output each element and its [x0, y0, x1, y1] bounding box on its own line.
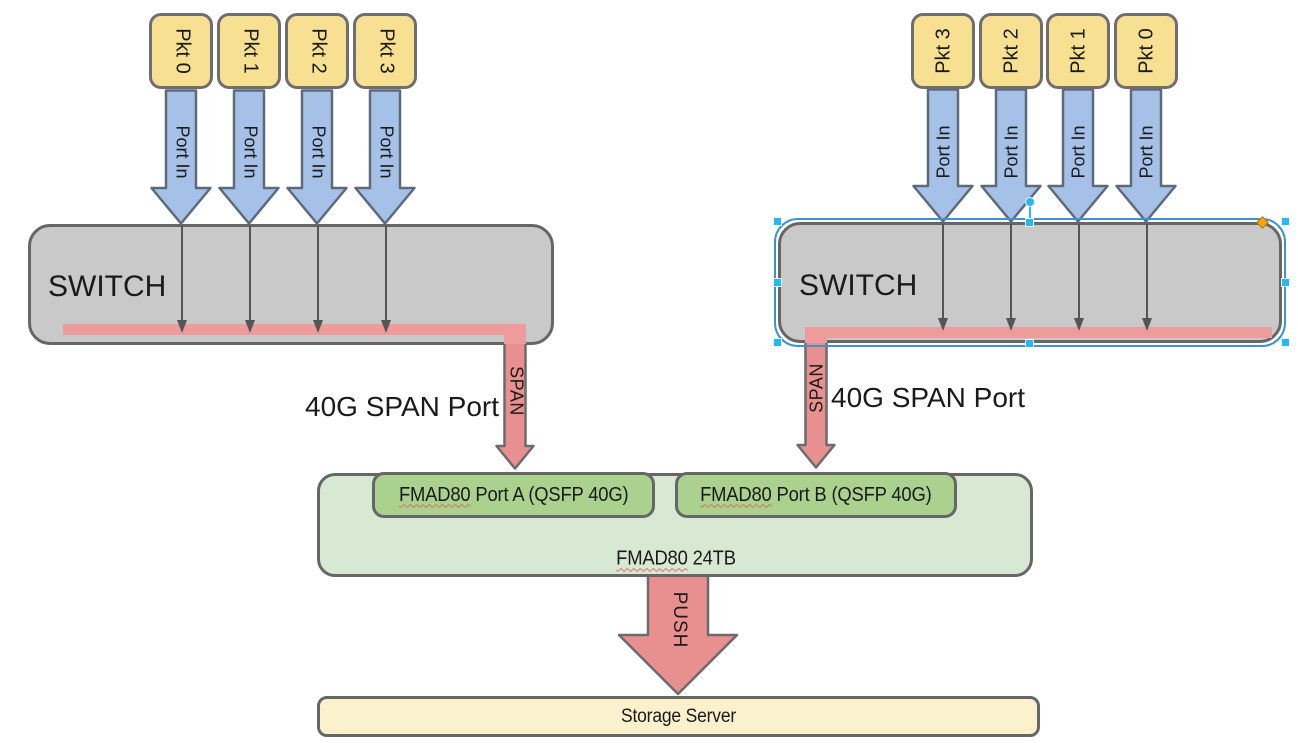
- packet-label: Pkt 3: [932, 28, 955, 74]
- selection-handle-nw[interactable]: [773, 217, 782, 226]
- packet-box-left-2[interactable]: [285, 13, 349, 89]
- push-arrow-label: PUSH: [669, 591, 690, 649]
- storage-server-label: Storage Server: [621, 705, 736, 727]
- port-in-label: Port In: [933, 125, 954, 179]
- packet-label: Pkt 0: [1135, 28, 1158, 74]
- port-in-label: Port In: [308, 125, 329, 179]
- port-in-arrow[interactable]: [286, 89, 348, 225]
- packet-label: Pkt 2: [307, 28, 330, 74]
- aggregation-arrow: [1006, 224, 1016, 331]
- port-in-arrow[interactable]: [218, 89, 280, 225]
- packet-box-left-0[interactable]: [149, 13, 213, 89]
- port-in-arrow[interactable]: [912, 88, 974, 223]
- port-in-arrow[interactable]: [1115, 88, 1177, 223]
- span-arrow[interactable]: [796, 343, 836, 469]
- port-in-label: Port In: [1136, 125, 1157, 179]
- packet-box-right-2[interactable]: [1046, 13, 1110, 89]
- switch-label: SWITCH: [48, 270, 167, 303]
- selection-handle-s[interactable]: [1025, 339, 1034, 348]
- span-port-label: 40G SPAN Port: [304, 391, 500, 422]
- aggregation-arrow: [245, 226, 255, 333]
- aggregation-arrow: [177, 226, 187, 333]
- span-arrow-label: SPAN: [806, 363, 827, 413]
- packet-box-right-3[interactable]: [1114, 13, 1178, 89]
- port-in-arrow[interactable]: [354, 89, 416, 225]
- port-in-label: Port In: [1001, 125, 1022, 179]
- push-arrow[interactable]: [617, 577, 739, 696]
- span-bar[interactable]: [805, 327, 1272, 338]
- port-b-label-rest: Port B (QSFP 40G): [771, 483, 932, 506]
- capture-port-b[interactable]: FMAD80 Port B (QSFP 40G): [675, 472, 957, 518]
- selection-handle-sw[interactable]: [773, 338, 782, 347]
- aggregation-arrow: [1142, 224, 1152, 331]
- span-bar-turn: [504, 324, 526, 346]
- rotation-handle[interactable]: [1025, 197, 1035, 207]
- port-in-label: Port In: [240, 125, 261, 179]
- aggregation-arrow: [381, 226, 391, 333]
- port-a-label-rest: Port A (QSFP 40G): [470, 483, 629, 506]
- packet-box-right-0[interactable]: [911, 13, 975, 89]
- port-in-arrow[interactable]: [150, 89, 212, 225]
- selection-handle-e[interactable]: [1281, 278, 1290, 287]
- rotation-handle-stem: [1029, 207, 1031, 218]
- span-port-label: 40G SPAN Port: [830, 382, 1026, 413]
- selection-handle-se[interactable]: [1281, 338, 1290, 347]
- port-a-label-word: FMAD80: [398, 483, 471, 506]
- capture-port-a[interactable]: FMAD80 Port A (QSFP 40G): [372, 472, 655, 518]
- selection-handle-w[interactable]: [773, 278, 782, 287]
- packet-box-left-3[interactable]: [353, 13, 417, 89]
- aggregation-arrow: [313, 226, 323, 333]
- packet-label: Pkt 2: [1000, 28, 1023, 74]
- selection-handle-n[interactable]: [1025, 218, 1034, 227]
- packet-label: Pkt 1: [1067, 28, 1090, 74]
- port-in-arrow[interactable]: [1047, 88, 1109, 223]
- capture-device-label: FMAD80 24TB: [616, 547, 736, 570]
- port-in-label: Port In: [172, 125, 193, 179]
- span-bar-turn: [805, 327, 827, 345]
- aggregation-arrow: [938, 224, 948, 331]
- port-in-label: Port In: [1068, 125, 1089, 179]
- aggregation-arrow: [1074, 224, 1084, 331]
- port-b-label-word: FMAD80: [700, 483, 772, 506]
- selection-handle-ne[interactable]: [1281, 217, 1290, 226]
- port-in-label: Port In: [376, 125, 397, 179]
- switch-label: SWITCH: [799, 269, 918, 302]
- storage-server-box[interactable]: Storage Server: [317, 696, 1040, 737]
- packet-label: Pkt 1: [239, 28, 262, 74]
- span-arrow-label: SPAN: [506, 366, 527, 416]
- span-arrow[interactable]: [495, 344, 535, 470]
- packet-label: Pkt 3: [375, 28, 398, 74]
- span-bar[interactable]: [63, 324, 518, 335]
- packet-label: Pkt 0: [171, 28, 194, 74]
- packet-box-right-1[interactable]: [979, 13, 1043, 89]
- packet-box-left-1[interactable]: [217, 13, 281, 89]
